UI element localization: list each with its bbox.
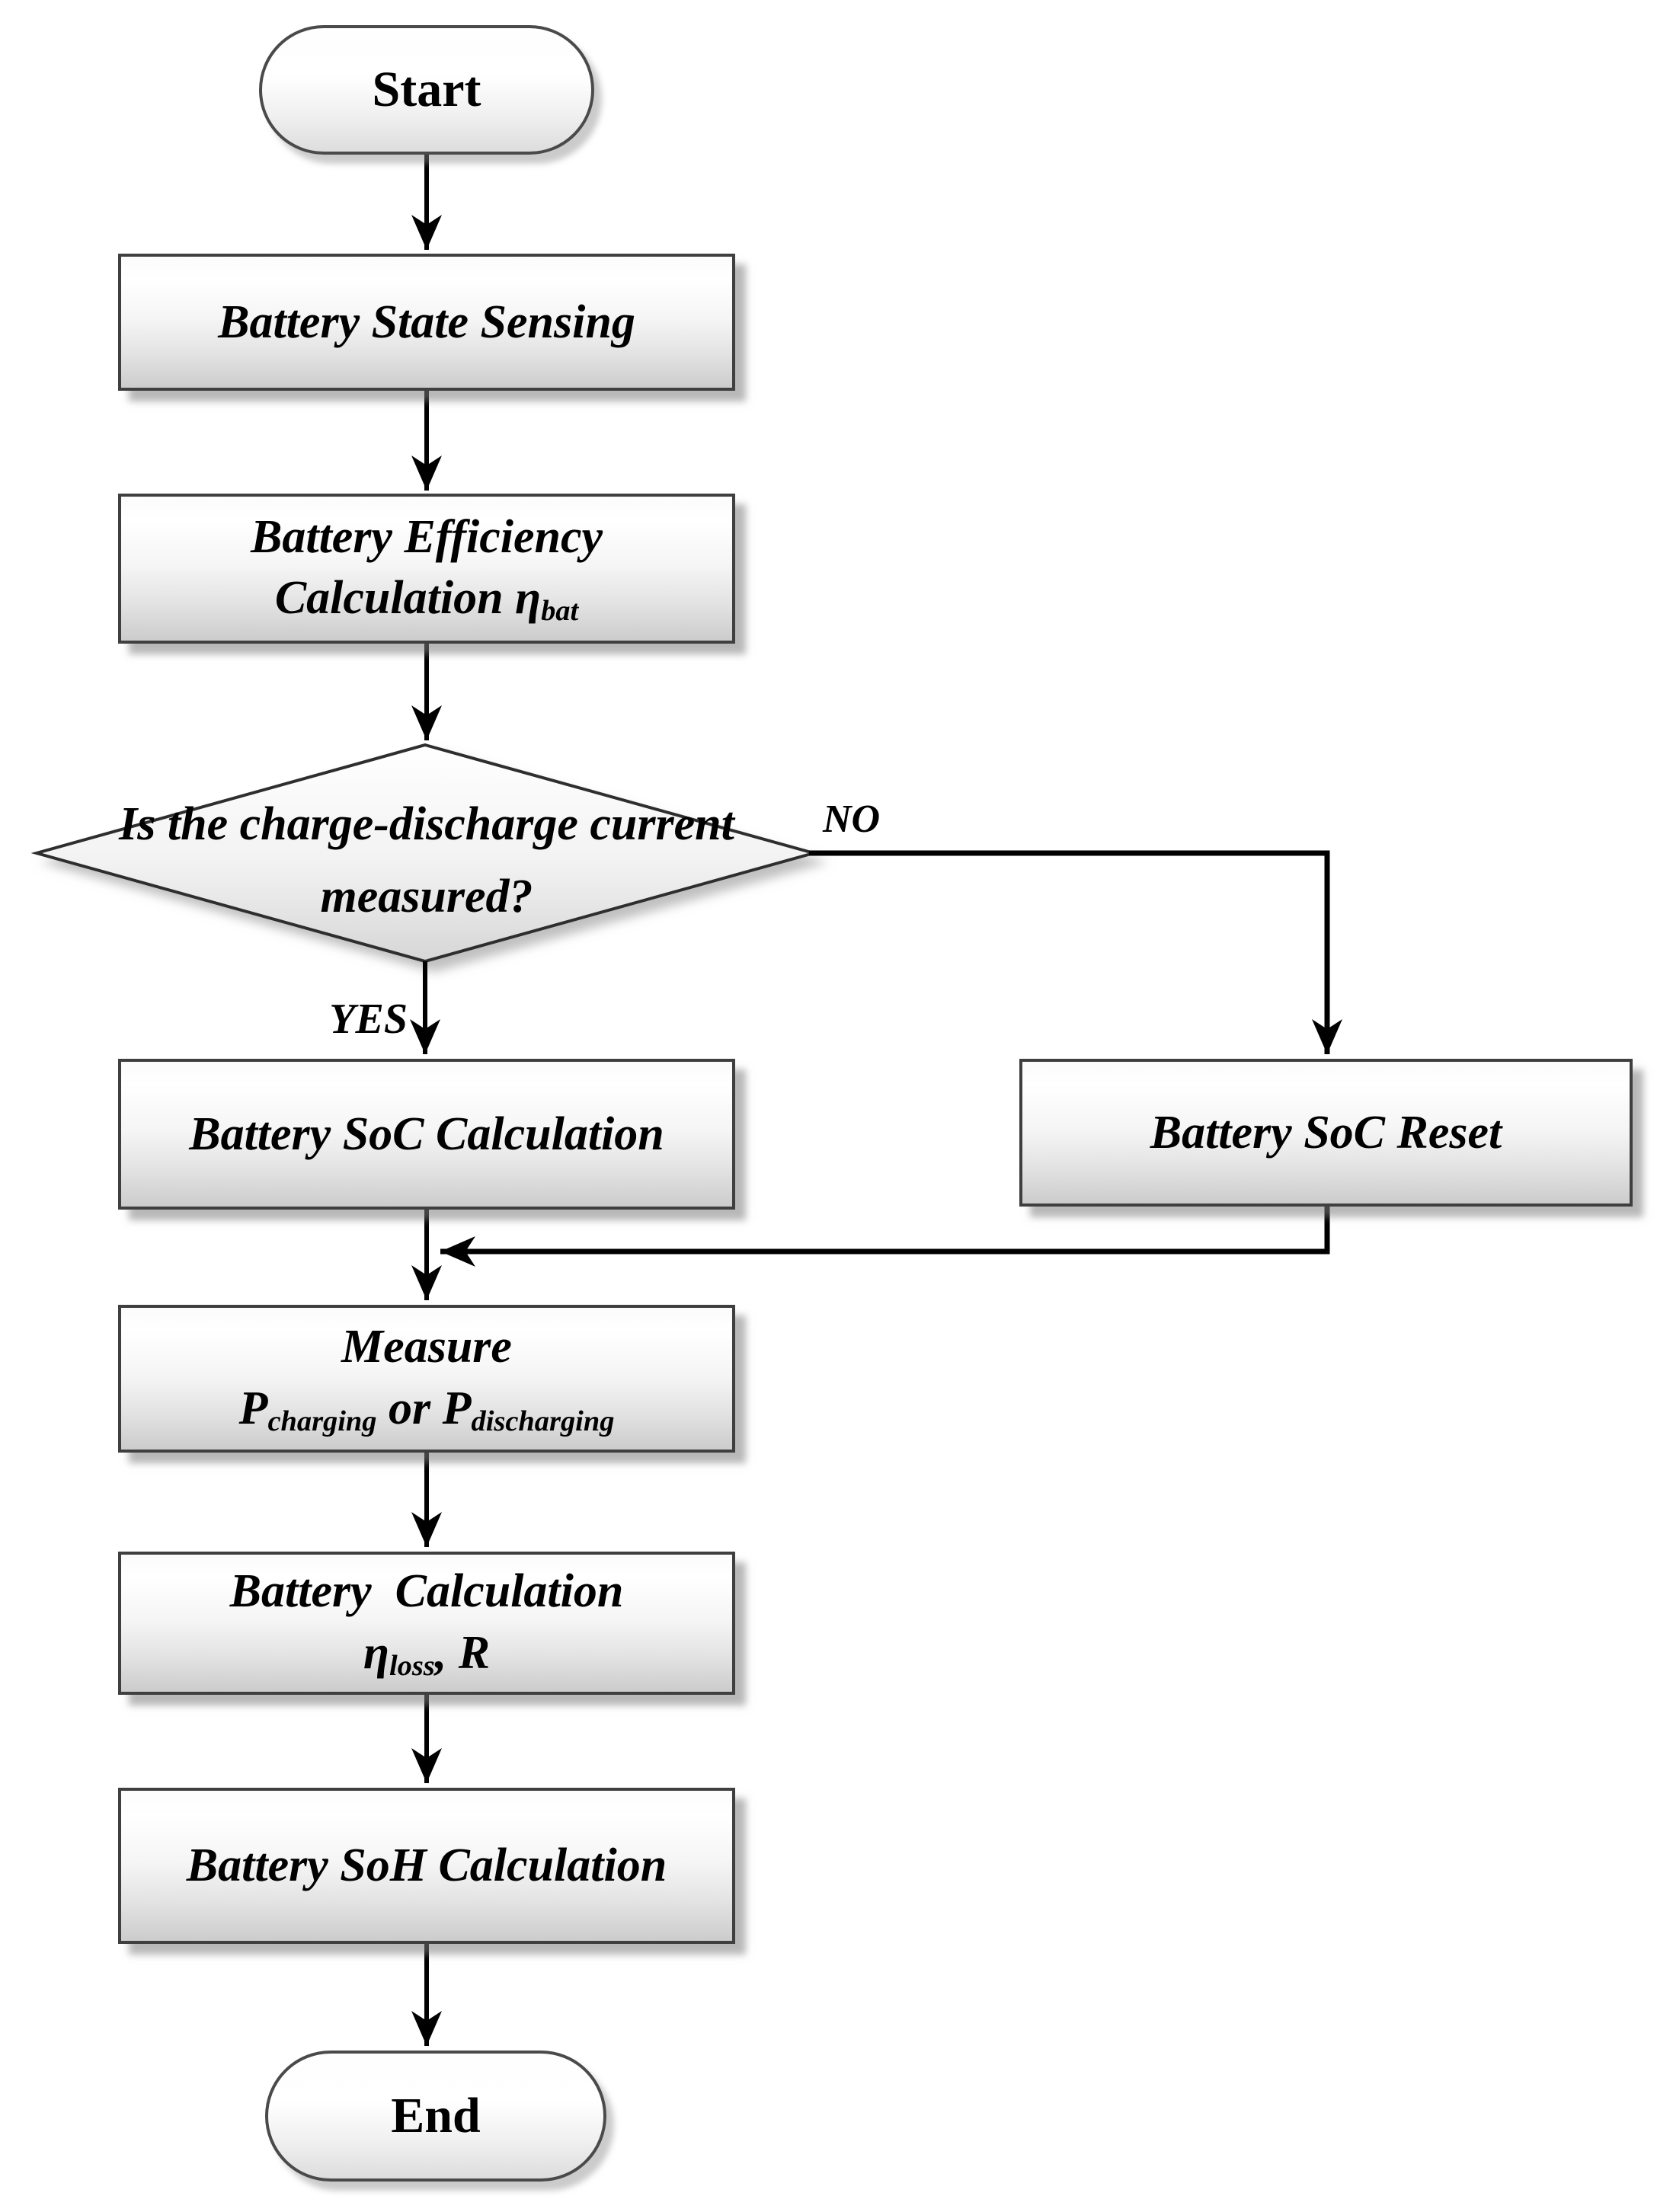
battery-soc-calculation-label: Battery SoC Calculation [189, 1108, 664, 1160]
start-terminal: Start [259, 25, 594, 155]
decision-question-line1: Is the charge-discharge current [119, 798, 734, 850]
battery-state-sensing-label: Battery State Sensing [218, 296, 635, 348]
battery-soh-calculation-box: Battery SoH Calculation [118, 1788, 735, 1944]
p-charging-symbol: P [238, 1382, 268, 1434]
loss-subscript: loss [389, 1649, 435, 1682]
p-discharging-symbol: P [442, 1382, 472, 1434]
measure-line1: Measure [341, 1321, 512, 1373]
battery-efficiency-line2: Calculation ηbat [274, 572, 579, 628]
or-text: or [389, 1382, 431, 1434]
battery-efficiency-line1: Battery Efficiency [250, 510, 603, 563]
end-label: End [391, 2088, 481, 2143]
end-terminal: End [265, 2051, 606, 2182]
measure-power-box: Measure Pcharging or Pdischarging [118, 1305, 735, 1453]
battery-state-sensing-box: Battery State Sensing [118, 254, 735, 391]
measure-line2: Pcharging or Pdischarging [239, 1378, 615, 1441]
connector-decision-no-to-soc-reset [809, 850, 1342, 1054]
battery-soc-reset-label: Battery SoC Reset [1150, 1106, 1502, 1159]
eta-loss-symbol: η [363, 1626, 389, 1679]
battery-soc-calculation-box: Battery SoC Calculation [118, 1059, 735, 1210]
connector-soc-reset-to-merge [440, 1205, 1330, 1267]
decision-question-line2: measured? [320, 871, 533, 922]
discharging-subscript: discharging [471, 1405, 615, 1437]
battery-calculation-box: Battery Calculation ηloss, R [118, 1552, 735, 1695]
charging-subscript: charging [267, 1405, 377, 1437]
comma-r-text: , R [434, 1626, 491, 1679]
battery-efficiency-box: Battery Efficiency Calculation ηbat [118, 494, 735, 644]
battery-calculation-line2: ηloss, R [363, 1622, 490, 1686]
battery-calculation-line1: Battery Calculation [229, 1565, 624, 1618]
decision-question: Is the charge-discharge current measured… [0, 788, 853, 933]
start-label: Start [372, 62, 481, 117]
yes-branch-label: YES [329, 996, 408, 1043]
eta-bat-subscript: bat [541, 595, 579, 628]
battery-soh-calculation-label: Battery SoH Calculation [186, 1840, 667, 1892]
battery-soc-reset-box: Battery SoC Reset [1019, 1059, 1633, 1207]
no-branch-label: NO [823, 798, 881, 841]
